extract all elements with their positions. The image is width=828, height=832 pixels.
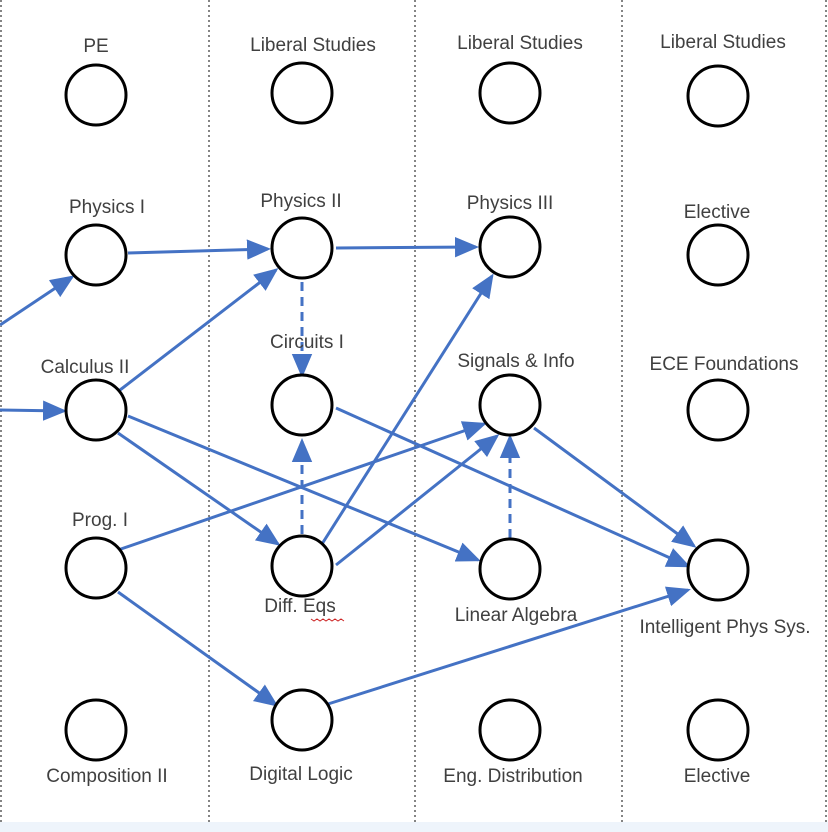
node-elective1: Elective (684, 202, 751, 287)
node-circle (686, 698, 750, 762)
node-circle (64, 698, 128, 762)
node-prog1: Prog. I (64, 510, 128, 600)
spellcheck-underline (310, 618, 345, 622)
node-physics2: Physics II (260, 191, 342, 280)
node-circuits1: Circuits I (270, 332, 344, 437)
node-label: Physics II (260, 191, 341, 212)
node-physics1: Physics I (64, 197, 145, 287)
node-composition2: Composition II (46, 698, 168, 787)
node-label: Calculus II (41, 357, 130, 378)
node-calculus2: Calculus II (41, 357, 130, 442)
node-label: Liberal Studies (250, 35, 376, 56)
node-label: Liberal Studies (660, 32, 786, 53)
edge-offpage-1-to-physics1 (0, 275, 75, 327)
node-ecefound: ECE Foundations (650, 354, 799, 442)
node-circle (270, 688, 334, 752)
node-circle (686, 538, 750, 602)
node-linalg: Linear Algebra (455, 537, 578, 626)
nodes: PE Physics I Calculus II Prog. I Composition… (41, 32, 811, 787)
node-label: Eng. Distribution (443, 766, 582, 787)
edge-prog1-to-digitallogic (117, 590, 279, 707)
node-label: PE (83, 36, 108, 57)
edge-circuits1-to-intphys (335, 406, 691, 568)
node-elective2: Elective (684, 698, 751, 787)
node-signals: Signals & Info (457, 351, 575, 437)
node-circle (64, 536, 128, 600)
edges (0, 236, 697, 707)
node-circle (64, 63, 128, 127)
node-libstudies1: Liberal Studies (250, 35, 376, 125)
node-label: Physics III (467, 193, 554, 214)
node-circle (478, 698, 542, 762)
node-circle (478, 61, 542, 125)
node-circle (686, 64, 750, 128)
node-circle (270, 373, 334, 437)
node-physics3: Physics III (467, 193, 554, 279)
node-label: Physics I (69, 197, 145, 218)
edge-signals-to-intphys (533, 426, 697, 548)
node-circle (270, 534, 334, 598)
node-circle (64, 223, 128, 287)
node-label: ECE Foundations (650, 354, 799, 375)
node-libstudies2: Liberal Studies (457, 33, 583, 125)
edge-digitallogic-to-intphys (327, 586, 691, 706)
edge-offpage-2-to-calculus2 (0, 400, 67, 421)
node-circle (686, 378, 750, 442)
node-diffeqs: Diff. Eqs (264, 534, 336, 617)
node-circle (270, 216, 334, 280)
edge-diffeqs-to-signals (335, 434, 500, 567)
node-label: Digital Logic (249, 764, 353, 785)
node-intphys: Intelligent Phys Sys. (639, 538, 811, 638)
node-label: Prog. I (72, 510, 128, 531)
node-circle (270, 61, 334, 125)
node-circle (478, 373, 542, 437)
edge-calculus2-to-diffeqs (117, 431, 281, 546)
node-label: Elective (684, 202, 751, 223)
node-label: Signals & Info (457, 351, 574, 372)
node-circle (478, 537, 542, 601)
edge-physics1-to-physics2 (127, 239, 271, 260)
node-circle (686, 223, 750, 287)
node-circle (478, 215, 542, 279)
edge-physics2-to-physics3 (335, 236, 479, 258)
edge-calculus2-to-physics2 (119, 268, 279, 392)
node-libstudies3: Liberal Studies (660, 32, 786, 128)
node-label: Intelligent Phys Sys. (639, 617, 810, 638)
node-label: Diff. Eqs (264, 596, 335, 617)
node-digitallogic: Digital Logic (249, 688, 353, 785)
node-circle (64, 378, 128, 442)
node-engdist: Eng. Distribution (443, 698, 583, 787)
node-pe: PE (64, 36, 128, 127)
node-label: Circuits I (270, 332, 344, 353)
edge-diffeqs-to-physics3 (320, 273, 494, 545)
bottom-band (0, 822, 828, 832)
node-label: Linear Algebra (455, 605, 578, 626)
node-label: Composition II (46, 766, 167, 787)
node-label: Liberal Studies (457, 33, 583, 54)
node-label: Elective (684, 766, 751, 787)
